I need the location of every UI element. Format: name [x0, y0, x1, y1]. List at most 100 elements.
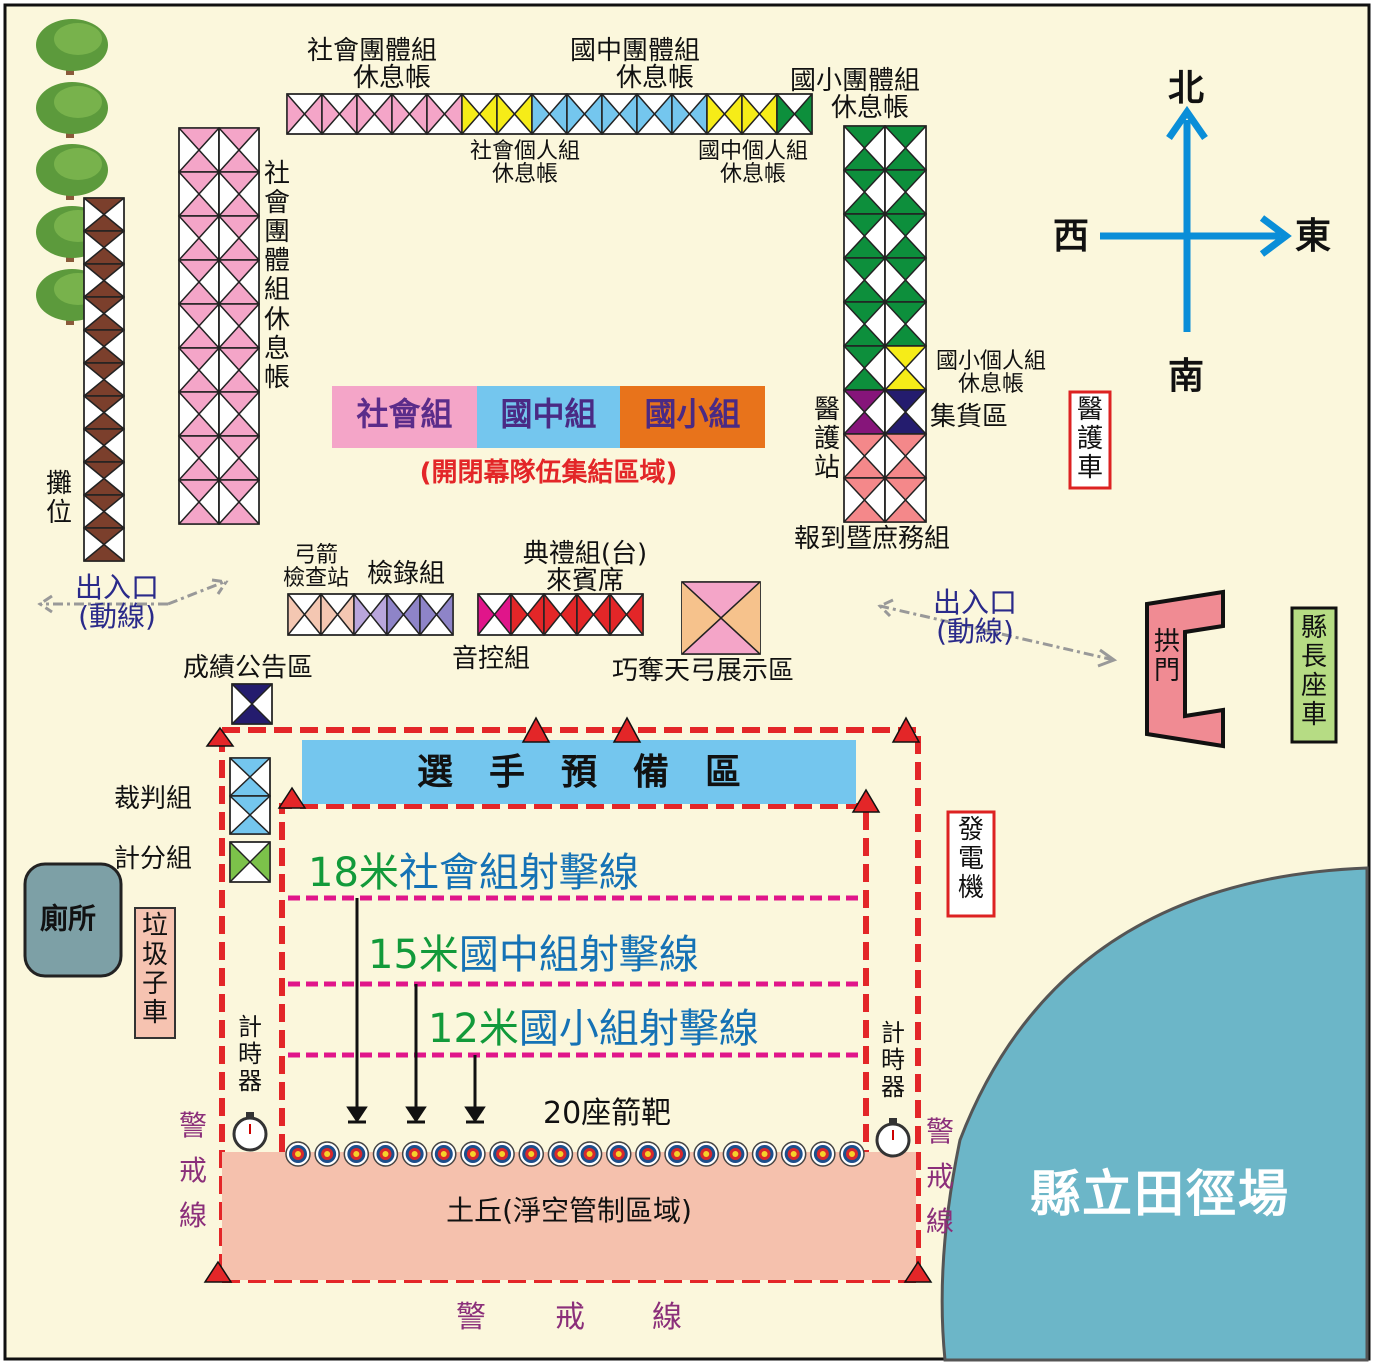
sound-label: 音控組	[452, 644, 531, 674]
tent-cell	[286, 93, 323, 135]
tent-cell	[776, 93, 813, 135]
tent-cell	[178, 215, 220, 261]
tent-cell	[566, 93, 603, 135]
mayor-car-label: 縣長座車	[1300, 613, 1327, 731]
social-team-side-label: 社會團體組休息帳	[263, 159, 290, 393]
target-icon	[664, 1141, 690, 1167]
tent-cell	[320, 593, 355, 636]
target-icon	[839, 1141, 865, 1167]
targets-label: 20座箭靶	[543, 1096, 672, 1131]
tent-cell	[218, 479, 260, 525]
tent-cell	[884, 345, 927, 391]
tent-cell	[884, 125, 927, 171]
toilet-label: 廁所	[40, 902, 97, 935]
target-icon	[547, 1141, 574, 1167]
tents	[83, 93, 927, 883]
tent-cell	[353, 593, 388, 636]
record-label: 檢錄組	[367, 559, 446, 589]
tent-cell	[543, 593, 578, 636]
entrance-left: 出入口(動線)	[74, 571, 159, 634]
tent-cell	[83, 263, 125, 298]
tent-cell	[83, 230, 125, 265]
ceremony-label: 典禮組(台)來賓席	[522, 539, 648, 597]
target-icon	[810, 1141, 836, 1167]
target-icon	[489, 1141, 515, 1167]
targets	[285, 1141, 865, 1167]
target-icon	[372, 1141, 399, 1167]
tent-cell	[496, 93, 533, 135]
target-icon	[722, 1141, 749, 1167]
tent-cell	[178, 259, 220, 305]
corner-markers	[203, 716, 933, 1283]
tent-cell	[83, 395, 125, 430]
gate-label: 拱門	[1153, 627, 1180, 687]
elementary-team-tent-label: 國小團體組休息帳	[789, 66, 920, 124]
line-18m-label: 18米社會組射擊線	[308, 850, 639, 896]
tent-cell	[231, 683, 273, 725]
tent-cell	[321, 93, 358, 135]
tent-cell	[884, 169, 927, 215]
ambulance-box	[1068, 390, 1112, 490]
tent-cell	[884, 389, 927, 435]
stadium-label: 縣立田徑場	[1030, 1165, 1290, 1223]
social-indiv-tent-label: 社會個人組休息帳	[469, 139, 580, 188]
tent-cell	[843, 389, 886, 435]
compass-west: 西	[1053, 216, 1090, 257]
target-icon	[401, 1141, 428, 1167]
target-icon	[693, 1141, 719, 1167]
assembly-junior: 國中組	[500, 395, 597, 433]
target-icon	[314, 1141, 340, 1167]
assembly-social-box	[332, 386, 477, 448]
target-icon	[460, 1141, 486, 1167]
tent-cell	[609, 593, 644, 636]
tent-cell	[287, 593, 322, 636]
timer-left-label: 計時器	[238, 1013, 262, 1095]
tent-cell	[843, 257, 886, 303]
prep-area-label: 選 手 預 備 區	[416, 752, 741, 793]
tent-cell	[671, 93, 708, 135]
tent-cell	[178, 303, 220, 349]
tent-cell	[843, 125, 886, 171]
tent-cell	[419, 593, 454, 636]
tent-cell	[218, 215, 260, 261]
tent-cell	[218, 391, 260, 437]
ambulance-label: 醫護車	[1076, 395, 1103, 484]
compass-arrows	[1100, 105, 1292, 332]
warning-left-label: 警戒線	[178, 1109, 207, 1232]
tent-cell	[178, 435, 220, 481]
tent-cell	[83, 527, 125, 562]
compass-east: 東	[1295, 216, 1332, 257]
tent-cell	[461, 93, 498, 135]
showcase-label: 巧奪天弓展示區	[612, 656, 795, 686]
elementary-indiv-tent-label: 國小個人組休息帳	[935, 349, 1046, 398]
tent-cell	[843, 169, 886, 215]
tree-icon	[36, 82, 108, 138]
tent-cell	[178, 127, 220, 173]
tent-cell	[843, 433, 886, 479]
tent-cell	[178, 347, 220, 393]
tent-cell	[83, 494, 125, 529]
registration-label: 報到暨庶務組	[794, 524, 951, 554]
tent-cell	[843, 477, 886, 523]
toilet-box	[23, 862, 123, 978]
target-icon	[780, 1141, 807, 1167]
target-icon	[635, 1141, 661, 1167]
tent-cell	[356, 93, 393, 135]
tree-icon	[36, 19, 108, 75]
tent-cell	[741, 93, 778, 135]
tent-cell	[477, 593, 512, 636]
tent-cell	[218, 303, 260, 349]
judge-label: 裁判組	[114, 784, 193, 814]
assembly-social: 社會組	[356, 395, 453, 433]
generator-label: 發電機	[957, 815, 984, 904]
assembly-junior-box	[477, 386, 620, 448]
tent-cell	[218, 127, 260, 173]
junior-indiv-tent-label: 國中個人組休息帳	[697, 139, 808, 188]
tent-cell	[178, 171, 220, 217]
target-icon	[518, 1141, 545, 1167]
warning-right-label: 警戒線	[925, 1115, 954, 1238]
mayor-car-box	[1290, 606, 1338, 744]
timer-left-icon	[232, 1112, 268, 1152]
tent-cell	[843, 301, 886, 347]
